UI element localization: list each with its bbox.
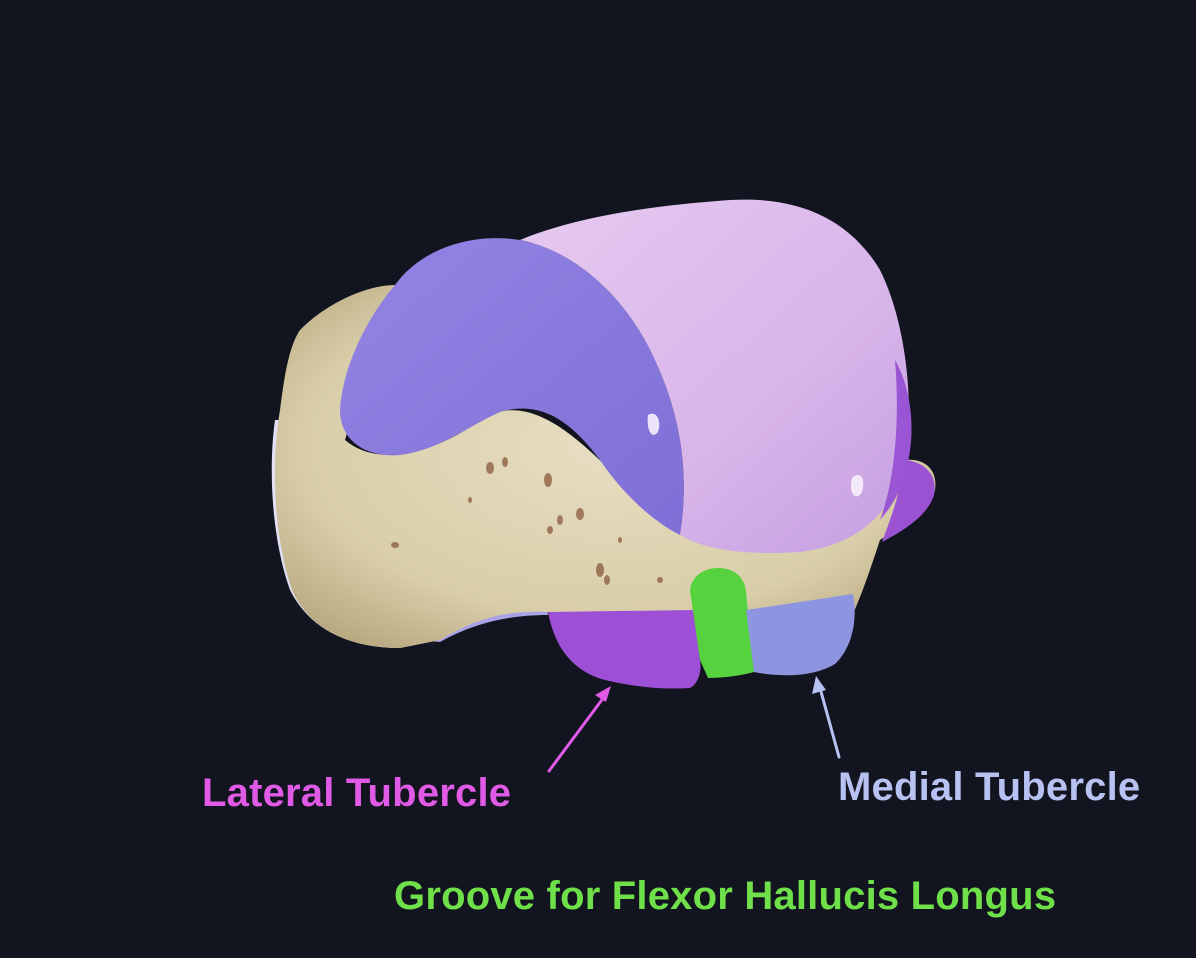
medial-tubercle-label: Medial Tubercle (838, 765, 1141, 809)
arrow-up-right-icon (547, 686, 611, 773)
lateral-tubercle-label: Lateral Tubercle (202, 771, 512, 815)
groove-surface (690, 568, 754, 678)
trochlear-right-rim (880, 360, 912, 520)
medial-side-edge (882, 460, 935, 542)
bone-pores (391, 457, 663, 585)
highlight-2 (850, 474, 864, 497)
groove-label: Groove for Flexor Hallucis Longus (394, 874, 1057, 918)
medial-tubercle-surface (746, 594, 855, 676)
trochlear-surface-dark (340, 238, 684, 535)
trochlear-surface-light (520, 199, 909, 554)
arrow-up-left-icon (812, 676, 841, 759)
highlight-1 (647, 413, 660, 435)
lateral-tubercle-surface (548, 610, 701, 689)
